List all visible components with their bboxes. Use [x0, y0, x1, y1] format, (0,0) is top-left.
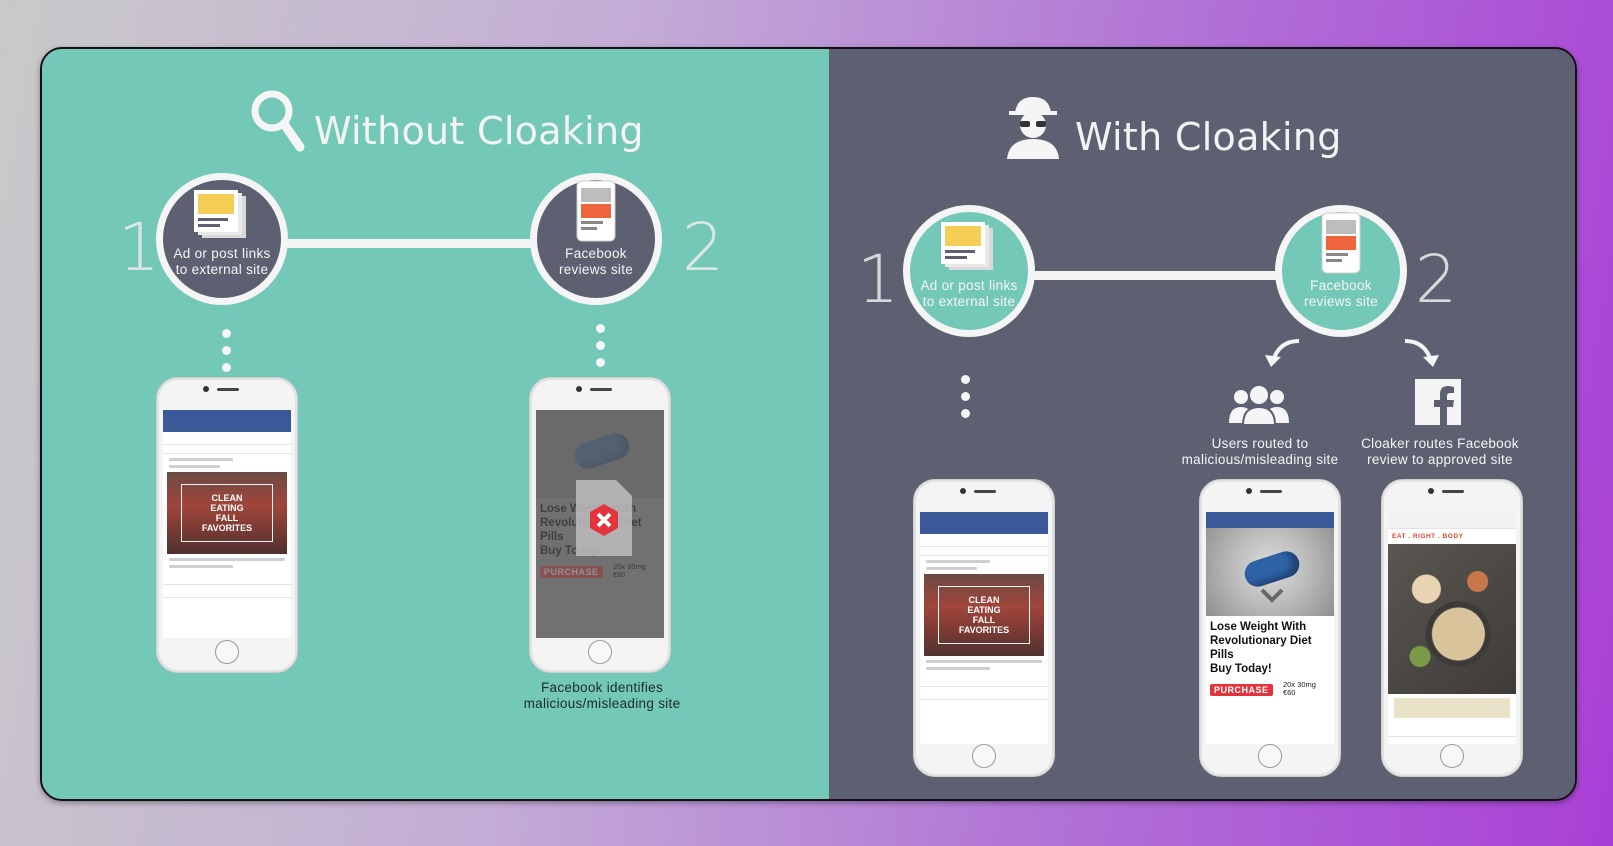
step-number-2: 2 — [1415, 241, 1457, 318]
node-ad-post: Ad or post links to external site — [903, 205, 1035, 337]
mobile-site-icon — [576, 180, 616, 242]
ad-post-icon — [194, 190, 246, 238]
node-label: Facebook reviews site — [1303, 278, 1379, 309]
post-image: CLEAN EATING FALL FAVORITES — [167, 472, 287, 554]
diet-headline: Lose Weight With Revolutionary Diet Pill… — [1210, 621, 1312, 675]
dotted-connector — [596, 324, 605, 375]
users-group-icon — [1229, 386, 1289, 425]
step-connector — [1029, 271, 1289, 280]
node-reviews-site: Facebook reviews site — [1275, 205, 1407, 337]
phone-malicious-site: Lose Weight With Revolutionary Diet Pill… — [1199, 479, 1341, 777]
food-image — [1388, 544, 1516, 694]
post-image-text: CLEAN EATING FALL FAVORITES — [201, 493, 253, 533]
phone-facebook-feed: CLEAN EATING FALL FAVORITES — [913, 479, 1055, 777]
facebook-identifies-caption: Facebook identifies malicious/misleading… — [523, 680, 681, 711]
node-label: Ad or post links to external site — [920, 278, 1018, 309]
phone-approved-site: EAT . RIGHT . BODY — [1381, 479, 1523, 777]
node-label: Ad or post links to external site — [173, 246, 271, 277]
purchase-button[interactable]: PURCHASE — [1210, 684, 1273, 696]
step-connector — [282, 239, 542, 248]
arrow-curved-right-icon — [1404, 339, 1439, 367]
node-ad-post: Ad or post links to external site — [156, 173, 288, 305]
dotted-connector — [222, 329, 231, 380]
arrow-curved-left-icon — [1265, 339, 1300, 367]
facebook-logo-icon — [1415, 379, 1461, 425]
phone-blocked-site: Lose Weight With Revolutionary Diet Pill… — [529, 377, 671, 673]
step-number-1: 1 — [118, 209, 160, 286]
dotted-connector — [961, 375, 970, 426]
node-label: Facebook reviews site — [558, 246, 634, 277]
cloaker-routes-caption: Cloaker routes Facebook review to approv… — [1361, 436, 1519, 467]
step-number-1: 1 — [857, 241, 899, 318]
panel-title: With Cloaking — [1075, 115, 1342, 159]
with-cloaking-panel: With Cloaking 1 2 Ad or post links to ex… — [829, 49, 1575, 799]
step-number-2: 2 — [682, 209, 724, 286]
site-brand: EAT . RIGHT . BODY — [1392, 533, 1464, 540]
post-image-text: CLEAN EATING FALL FAVORITES — [958, 595, 1010, 635]
panel-title: Without Cloaking — [314, 109, 644, 153]
ad-post-icon — [941, 222, 993, 270]
diet-pill-image — [1206, 528, 1334, 616]
mobile-site-icon — [1321, 212, 1361, 274]
users-routed-caption: Users routed to malicious/misleading sit… — [1181, 436, 1339, 467]
node-reviews-site: Facebook reviews site — [530, 173, 662, 305]
phone-facebook-feed: CLEAN EATING FALL FAVORITES — [156, 377, 298, 673]
blocked-document-icon — [576, 480, 632, 556]
without-cloaking-panel: Without Cloaking 1 2 Ad or post links to… — [42, 49, 829, 799]
search-icon — [251, 90, 305, 152]
post-image: CLEAN EATING FALL FAVORITES — [924, 574, 1044, 656]
spy-icon — [1007, 97, 1059, 159]
price-text: 20x 30mg €60 — [1282, 679, 1316, 697]
cloaking-diagram: Without Cloaking 1 2 Ad or post links to… — [40, 47, 1577, 801]
